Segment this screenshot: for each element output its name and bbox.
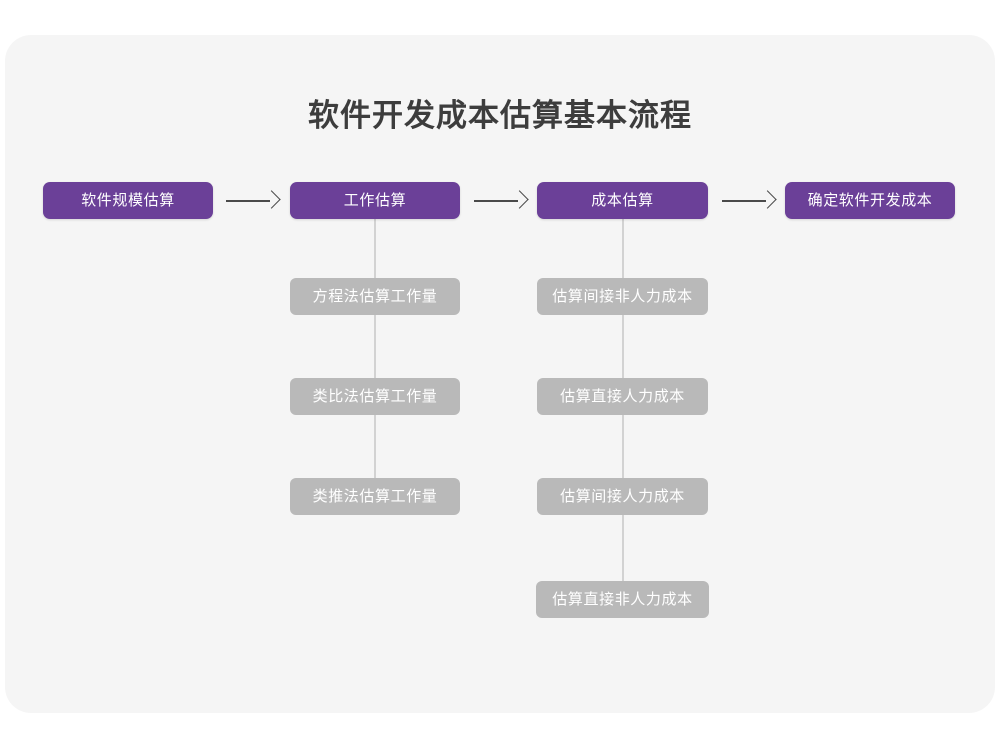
- arrow-shaft: [474, 200, 518, 202]
- arrow-shaft: [226, 200, 270, 202]
- sub-node-equation-method-workload[interactable]: 方程法估算工作量: [290, 278, 460, 315]
- sub-node-direct-nonlabor-cost[interactable]: 估算直接非人力成本: [536, 581, 709, 618]
- sub-node-indirect-labor-cost[interactable]: 估算间接人力成本: [537, 478, 708, 515]
- sub-node-label: 方程法估算工作量: [312, 288, 438, 305]
- sub-node-label: 估算直接非人力成本: [552, 591, 693, 608]
- flow-node-determine-development-cost[interactable]: 确定软件开发成本: [785, 182, 955, 219]
- arrow-right-icon-3: [722, 190, 777, 211]
- connector-cost-2: [622, 314, 624, 378]
- connector-cost-3: [622, 414, 624, 478]
- page-title: 软件开发成本估算基本流程: [308, 98, 692, 133]
- connector-work-1: [374, 218, 376, 278]
- flow-node-label: 确定软件开发成本: [807, 192, 933, 209]
- sub-node-label: 类比法估算工作量: [312, 388, 438, 405]
- arrow-right-icon-1: [226, 190, 281, 211]
- flow-node-work-estimation[interactable]: 工作估算: [290, 182, 460, 219]
- sub-node-label: 类推法估算工作量: [312, 488, 438, 505]
- diagram-card: [5, 35, 995, 713]
- arrow-head: [262, 190, 281, 210]
- sub-node-label: 估算直接人力成本: [560, 388, 685, 405]
- sub-node-indirect-nonlabor-cost[interactable]: 估算间接非人力成本: [537, 278, 708, 315]
- connector-work-3: [374, 414, 376, 478]
- sub-node-inference-method-workload[interactable]: 类推法估算工作量: [290, 478, 460, 515]
- connector-cost-4: [622, 514, 624, 581]
- flow-node-label: 软件规模估算: [81, 192, 175, 209]
- arrow-head: [758, 190, 777, 210]
- sub-node-label: 估算间接人力成本: [560, 488, 685, 505]
- flow-node-cost-estimation[interactable]: 成本估算: [537, 182, 708, 219]
- arrow-right-icon-2: [474, 190, 529, 211]
- sub-node-label: 估算间接非人力成本: [552, 288, 693, 305]
- arrow-head: [510, 190, 529, 210]
- connector-cost-1: [622, 218, 624, 278]
- sub-node-direct-labor-cost[interactable]: 估算直接人力成本: [537, 378, 708, 415]
- flow-node-label: 工作估算: [343, 192, 407, 209]
- flow-node-software-scale-estimation[interactable]: 软件规模估算: [43, 182, 213, 219]
- connector-work-2: [374, 314, 376, 378]
- flow-node-label: 成本估算: [591, 192, 654, 209]
- sub-node-analogy-method-workload[interactable]: 类比法估算工作量: [290, 378, 460, 415]
- arrow-shaft: [722, 200, 766, 202]
